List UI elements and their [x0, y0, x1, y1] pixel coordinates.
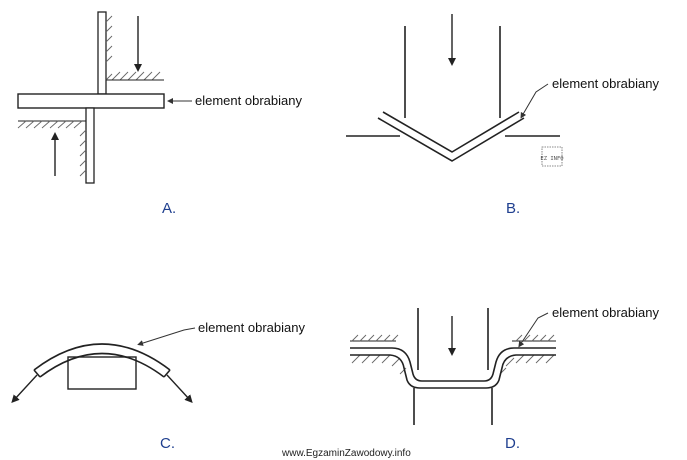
panel-b: element obrabiany EZ INFO B.: [346, 14, 659, 217]
panel-label-d: D.: [505, 435, 520, 452]
die-hatching: [351, 354, 555, 375]
mandrel-block: [67, 356, 137, 390]
lower-die: [85, 107, 95, 184]
workpiece-v-outer: [377, 117, 525, 162]
callout-leader-c: [137, 327, 196, 346]
lower-die-hatching: [17, 120, 87, 177]
callout-text-d: element obrabiany: [552, 305, 659, 320]
upper-die-hatching: [105, 15, 161, 81]
panel-label-c: C.: [160, 435, 175, 452]
stamp-text: EZ INFO: [540, 156, 563, 162]
workpiece-outer: [350, 347, 556, 382]
callout-text-b: element obrabiany: [552, 76, 659, 91]
holder-hatching-right: [512, 334, 556, 342]
ez-info-stamp: EZ INFO: [540, 146, 564, 167]
workpiece-arch-inner: [39, 352, 165, 378]
callout-text-c: element obrabiany: [198, 320, 305, 335]
workpiece-v-inner: [382, 111, 520, 153]
callout-leader-d: [518, 312, 549, 348]
panel-c: element obrabiany C.: [11, 320, 305, 452]
footer-watermark: www.EgzaminZawodowy.info: [281, 448, 411, 459]
callout-text-a: element obrabiany: [195, 93, 302, 108]
pull-arrow-right: [166, 374, 193, 403]
panel-label-b: B.: [506, 200, 520, 217]
pull-arrow-left: [11, 374, 38, 403]
callout-leader-b: [520, 83, 549, 119]
upper-die: [97, 11, 107, 95]
panel-a: element obrabiany A.: [17, 11, 302, 217]
panel-d: element obrabiany D.: [350, 305, 659, 452]
workpiece-inner: [350, 354, 556, 389]
panel-label-a: A.: [162, 200, 176, 217]
workpiece-plate: [17, 93, 165, 109]
holder-hatching-left: [350, 334, 399, 342]
workpiece-arch-outer: [33, 343, 171, 371]
